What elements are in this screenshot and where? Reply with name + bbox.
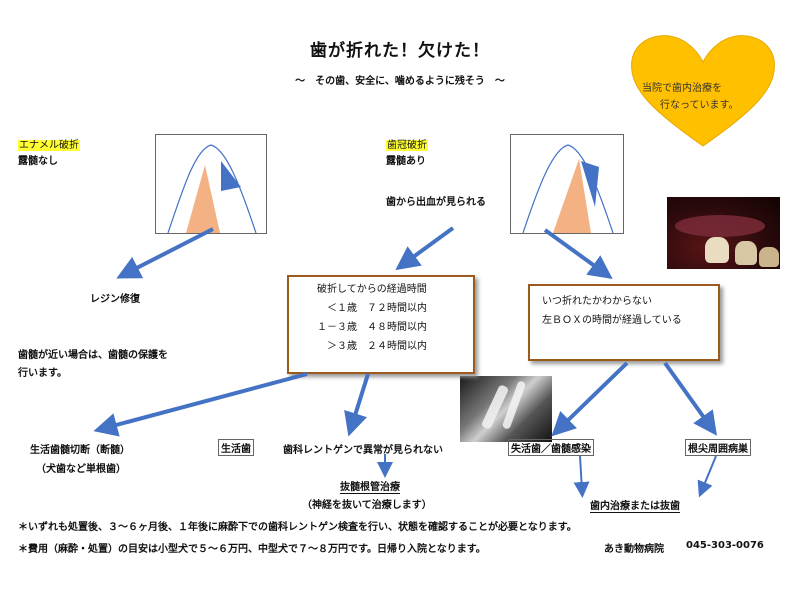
endo-or-extraction-label: 歯内治療または抜歯 xyxy=(590,497,680,513)
heart-line-2: 行なっています。 xyxy=(660,100,739,111)
bleeding-label: 歯から出血が見られる xyxy=(386,197,486,208)
arrow-to-nonvital xyxy=(551,361,629,437)
arrow-to-resin xyxy=(116,227,214,279)
arrow-to-periapical xyxy=(663,361,717,436)
pulpotomy-sub-label: （犬歯など単根歯） xyxy=(36,464,126,475)
elapsed-time-title: 破折してからの経過時間 xyxy=(317,284,427,295)
elapsed-row-2: １－３歳 ４８時間以内 xyxy=(317,322,427,333)
page-title: 歯が折れた！欠けた！ xyxy=(310,41,490,61)
vital-tooth-label: 生活歯 xyxy=(218,439,254,456)
fractured-tooth-photo xyxy=(667,197,780,269)
elapsed-row-1: ＜１歳 ７２時間以内 xyxy=(327,303,427,314)
near-pulp-line-1: 歯髄が近い場合は、歯髄の保護を xyxy=(18,350,168,361)
root-canal-sub-label: （神経を抜いて治療します） xyxy=(302,500,432,511)
crown-fracture-diagram xyxy=(510,134,624,234)
near-pulp-note: 歯髄が近い場合は、歯髄の保護を 行います。 xyxy=(18,347,168,383)
dental-xray-photo xyxy=(460,376,552,442)
pulp-exposure-label: 露髄あり xyxy=(386,156,426,167)
unknown-line-1: いつ折れたかわからない xyxy=(542,296,652,307)
follow-up-note: ＊いずれも処置後、３～６ヶ月後、１年後に麻酔下での歯科レントゲン検査を行い、状態… xyxy=(18,522,577,533)
arrow-periapical-to-endo xyxy=(697,455,717,498)
elapsed-row-3: ＞３歳 ２４時間以内 xyxy=(327,341,427,352)
enamel-fracture-diagram xyxy=(155,134,267,234)
near-pulp-line-2: 行います。 xyxy=(18,368,67,379)
arrow-to-vital xyxy=(344,373,370,437)
periapical-lesion-label: 根尖周囲病巣 xyxy=(685,439,751,456)
nonvital-label: 失活歯／歯髄感染 xyxy=(508,439,594,456)
pulpotomy-label: 生活歯髄切断（断髄） xyxy=(30,445,130,456)
clinic-name: あき動物病院 xyxy=(604,544,664,555)
arrow-to-elapsed-box xyxy=(395,226,455,271)
unknown-line-2: 左ＢＯＸの時間が経過している xyxy=(542,315,682,326)
unknown-time-box: いつ折れたかわからない 左ＢＯＸの時間が経過している xyxy=(528,284,720,361)
elapsed-time-box: 破折してからの経過時間 ＜１歳 ７２時間以内 １－３歳 ４８時間以内 ＞３歳 ２… xyxy=(287,275,475,374)
resin-repair-label: レジン修復 xyxy=(90,294,140,305)
xray-normal-label: 歯科レントゲンで異常が見られない xyxy=(283,445,443,456)
arrow-to-unknown-box xyxy=(543,228,613,280)
arrow-nonvital-to-endo xyxy=(573,455,590,498)
heart-icon xyxy=(631,35,775,147)
clinic-phone: 045-303-0076 xyxy=(686,540,764,551)
no-pulp-exposure-label: 露髄なし xyxy=(18,156,58,167)
root-canal-label: 抜髄根管治療 xyxy=(340,478,400,494)
crown-fracture-label: 歯冠破折 xyxy=(386,140,428,151)
enamel-fracture-label: エナメル破折 xyxy=(18,140,80,151)
cost-note: ＊費用（麻酔・処置）の目安は小型犬で５～６万円、中型犬で７～８万円です。日帰り入… xyxy=(18,544,486,555)
page-subtitle: ～ その歯、安全に、噛めるように残そう ～ xyxy=(295,76,505,87)
heart-caption: 当院で歯内治療を 行なっています。 xyxy=(642,80,772,114)
heart-line-1: 当院で歯内治療を xyxy=(642,83,722,94)
